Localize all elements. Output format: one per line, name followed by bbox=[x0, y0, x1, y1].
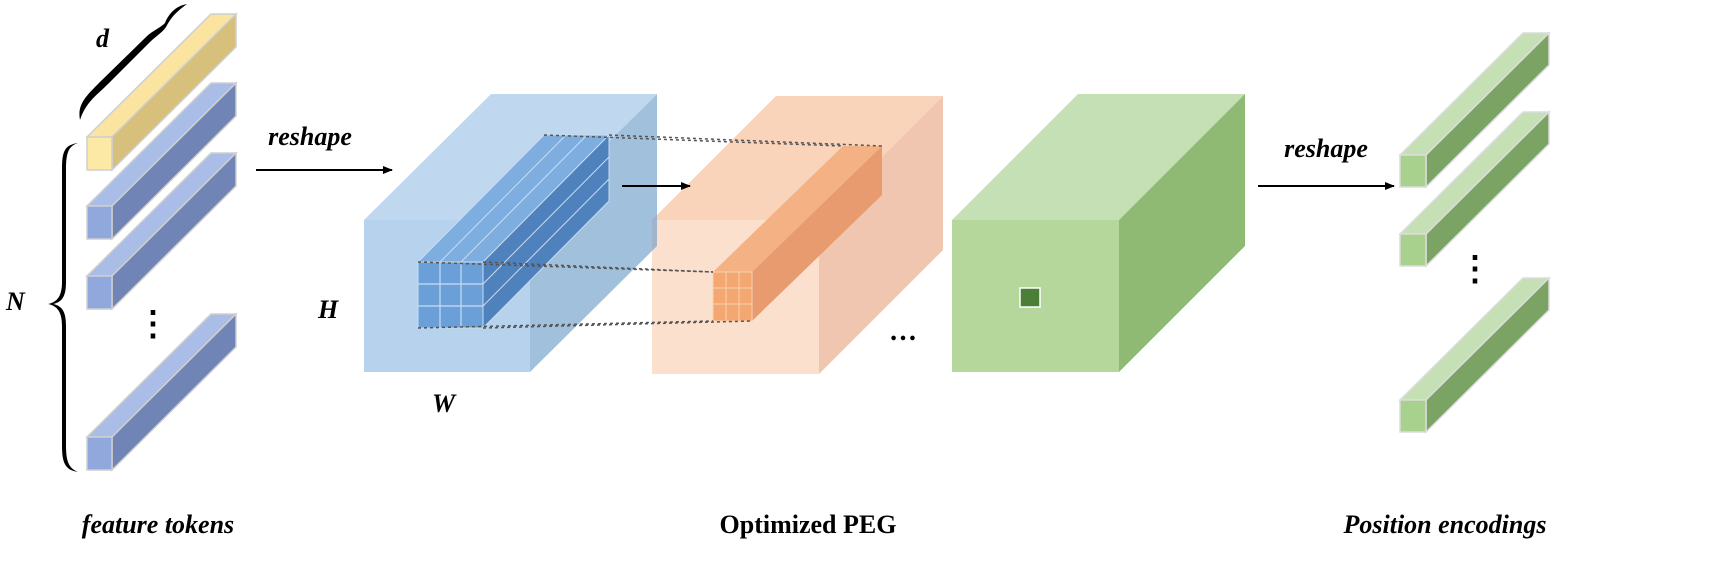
green-pixel bbox=[1019, 287, 1041, 308]
d-label: d bbox=[96, 24, 110, 53]
blue-cube bbox=[364, 94, 657, 372]
yellow-token bbox=[85, 12, 238, 172]
blue-token-1 bbox=[85, 81, 238, 241]
blue-token-3 bbox=[85, 312, 238, 472]
reshape-arrow-right: reshape bbox=[1258, 134, 1395, 190]
d-brace bbox=[79, 4, 187, 120]
green-cube bbox=[952, 94, 1245, 372]
left-vertical-dots: ⋮ bbox=[136, 306, 170, 343]
green-token-3 bbox=[1398, 276, 1551, 434]
w-label: W bbox=[432, 389, 457, 418]
position-encodings-group: ⋮ Position encodings bbox=[1343, 31, 1551, 539]
horizontal-dots: … bbox=[889, 316, 917, 347]
position-encodings-label: Position encodings bbox=[1343, 510, 1547, 539]
h-label: H bbox=[317, 295, 339, 324]
green-token-1 bbox=[1398, 31, 1551, 189]
n-brace bbox=[48, 143, 78, 472]
green-token-2 bbox=[1398, 110, 1551, 268]
feature-tokens-group: d N ⋮ feature tokens bbox=[5, 4, 238, 539]
projection-lines bbox=[417, 134, 883, 329]
reshape-right-label: reshape bbox=[1284, 134, 1368, 163]
n-label: N bbox=[5, 287, 26, 316]
reshape-left-label: reshape bbox=[268, 122, 352, 151]
optimized-peg-label: Optimized PEG bbox=[720, 510, 897, 539]
feature-tokens-label: feature tokens bbox=[82, 510, 234, 539]
blue-token-2 bbox=[85, 151, 238, 311]
orange-cube bbox=[652, 96, 943, 374]
reshape-arrow-left: reshape bbox=[256, 122, 393, 174]
right-vertical-dots: ⋮ bbox=[1458, 251, 1492, 288]
